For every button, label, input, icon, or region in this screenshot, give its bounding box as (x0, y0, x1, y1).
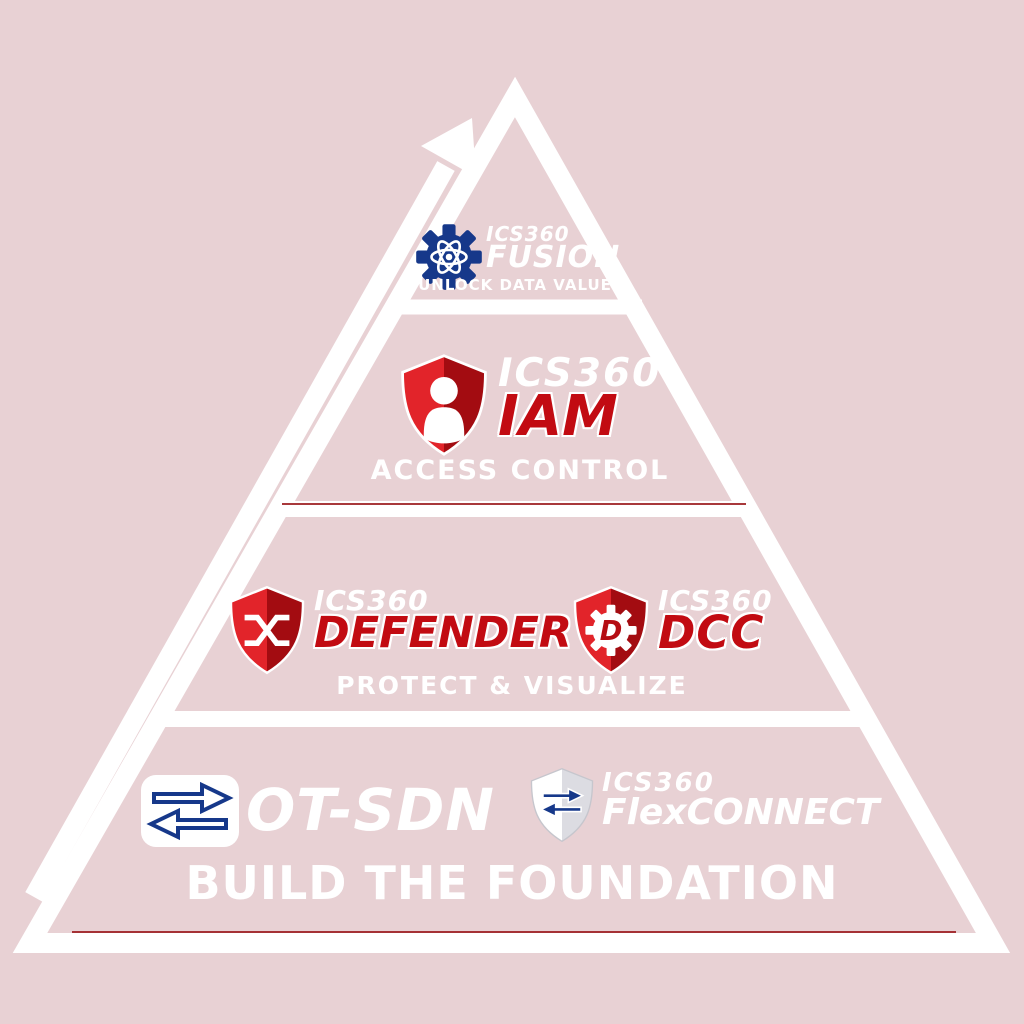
shield-gear-icon: D (573, 585, 649, 675)
data-transfer-icon (141, 775, 239, 847)
product-dcc: D ICS360 DCC (570, 584, 773, 676)
dcc-gear-letter: D (600, 616, 623, 647)
product-otsdn: OT-SDN (138, 774, 495, 848)
gear-atom-icon (416, 224, 482, 290)
fusion-product: FUSION (486, 240, 621, 275)
flexconnect-product: FlexCONNECT (602, 792, 880, 834)
tier1-tagline: UNLOCK DATA VALUE (418, 276, 612, 294)
fusion-brand: ICS360 (486, 222, 570, 246)
tier-fusion: ICS360 FUSION (414, 222, 624, 292)
tier4-tagline: BUILD THE FOUNDATION (185, 856, 839, 910)
ascent-arrow-icon (25, 118, 476, 902)
dcc-brand: ICS360 (658, 584, 773, 617)
tier3-tagline: PROTECT & VISUALIZE (336, 671, 688, 700)
defender-brand: ICS360 (314, 584, 429, 617)
otsdn-product: OT-SDN (246, 776, 495, 844)
iam-product: IAM (498, 383, 618, 449)
product-flexconnect: ICS360 FlexCONNECT (528, 766, 879, 844)
dcc-product: DCC (658, 606, 765, 660)
flexconnect-brand: ICS360 (602, 768, 715, 798)
shield-transfer-icon (530, 767, 594, 843)
shield-user-icon (401, 354, 487, 456)
defender-product: DEFENDER (314, 608, 572, 659)
tier2-tagline: ACCESS CONTROL (370, 455, 670, 486)
shield-x-icon (229, 585, 305, 675)
pyramid-outline (12, 76, 1011, 953)
iam-brand: ICS360 (498, 351, 662, 396)
product-defender: ICS360 DEFENDER (226, 584, 572, 676)
tier-iam: ICS360 IAM (398, 352, 661, 458)
